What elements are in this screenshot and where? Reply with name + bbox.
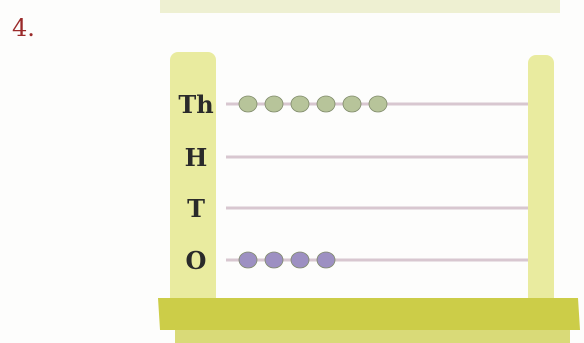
abacus-right-post (528, 55, 554, 310)
bead-th-3 (291, 96, 309, 112)
bead-th-1 (239, 96, 257, 112)
bead-th-2 (265, 96, 283, 112)
place-label-th: Th (178, 90, 213, 119)
abacus-base (158, 298, 580, 330)
bead-o-1 (239, 252, 257, 268)
bead-th-6 (369, 96, 387, 112)
previous-abacus-base (160, 0, 560, 13)
bead-o-2 (265, 252, 283, 268)
bead-th-5 (343, 96, 361, 112)
bead-th-4 (317, 96, 335, 112)
abacus-base-shadow (175, 330, 570, 343)
bead-o-4 (317, 252, 335, 268)
bead-o-3 (291, 252, 309, 268)
place-label-o: O (186, 246, 207, 275)
place-label-h: H (185, 143, 208, 172)
place-label-t: T (187, 194, 205, 223)
